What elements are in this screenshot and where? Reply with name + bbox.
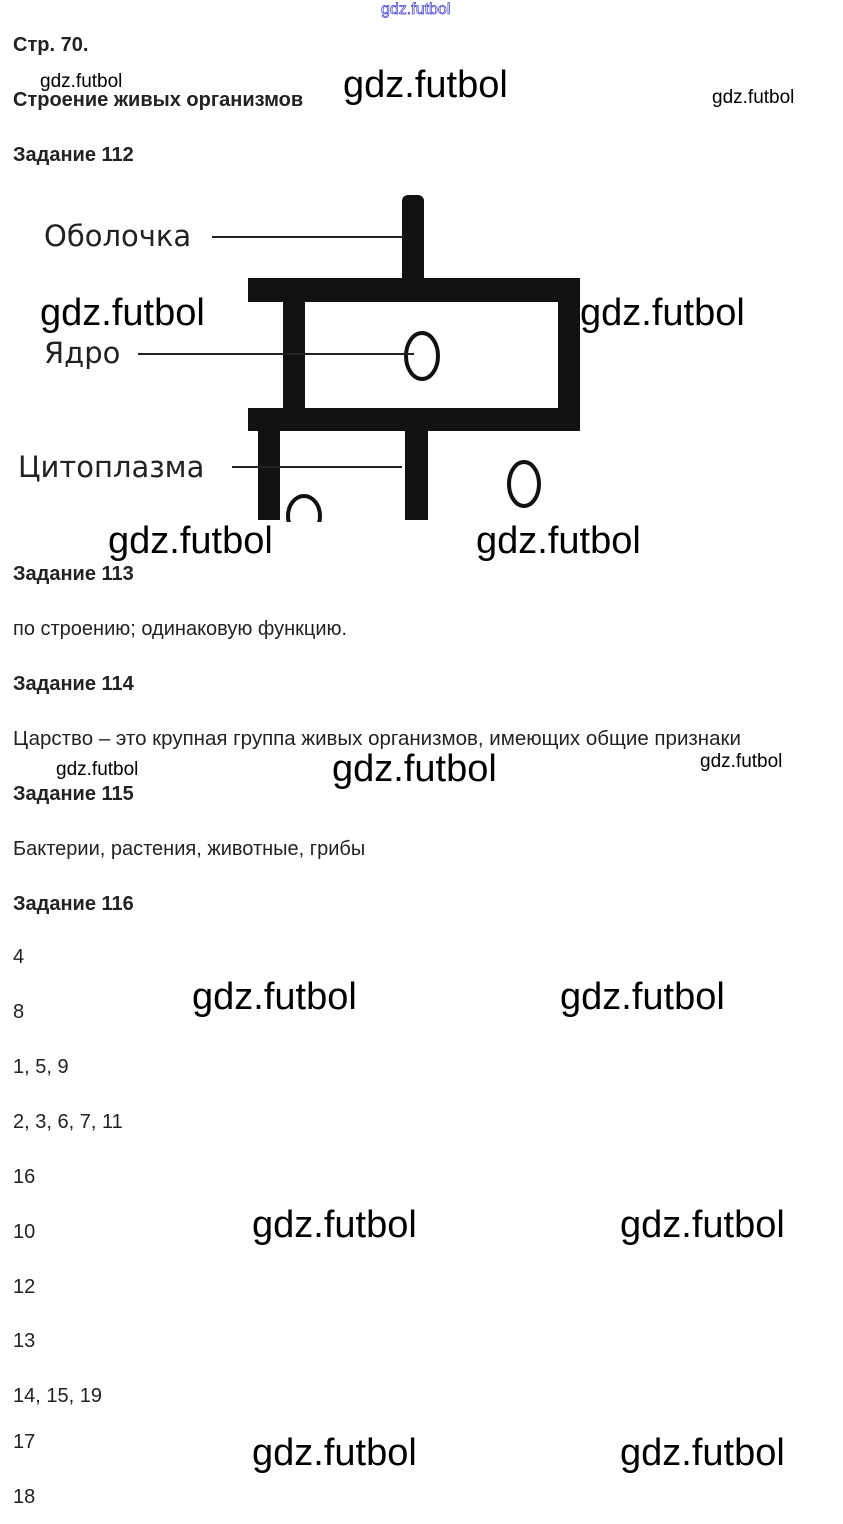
watermark: gdz.futbol — [476, 520, 641, 562]
watermark: gdz.futbol — [332, 748, 497, 790]
task-116-answer: 12 — [13, 1276, 36, 1298]
task-116-answer: 2, 3, 6, 7, 11 — [13, 1111, 123, 1133]
watermark: gdz.futbol — [712, 87, 795, 108]
task-116-answer: 18 — [13, 1486, 36, 1508]
task-116-answer: 10 — [13, 1221, 36, 1243]
task-116-answer: 13 — [13, 1330, 36, 1352]
watermark: gdz.futbol — [40, 71, 123, 92]
page-label: Стр. 70. — [13, 34, 89, 56]
task-116-answer: 4 — [13, 946, 25, 968]
task-116-answer: 1, 5, 9 — [13, 1056, 69, 1078]
task-116-title: Задание 116 — [13, 893, 134, 915]
watermark: gdz.futbol — [700, 751, 783, 772]
cell-diagram: Оболочка Ядро Цитоплазма — [18, 195, 580, 522]
task-113-title: Задание 113 — [13, 563, 134, 585]
watermark: gdz.futbol — [56, 759, 139, 780]
task-115-answer: Бактерии, растения, животные, грибы — [13, 838, 366, 860]
label-nucleus: Ядро — [44, 336, 120, 370]
task-114-title: Задание 114 — [13, 673, 134, 695]
watermark: gdz.futbol — [108, 520, 273, 562]
task-112-title: Задание 112 — [13, 144, 134, 166]
label-membrane: Оболочка — [44, 219, 191, 253]
watermark: gdz.futbol — [343, 64, 508, 106]
task-116-answer: 14, 15, 19 — [13, 1385, 102, 1407]
watermark: gdz.futbol — [252, 1204, 417, 1246]
task-116-answer: 8 — [13, 1001, 25, 1023]
watermark: gdz.futbol — [252, 1432, 417, 1474]
task-116-answer: 16 — [13, 1166, 36, 1188]
watermark: gdz.futbol — [192, 976, 357, 1018]
label-cytoplasm: Цитоплазма — [18, 450, 204, 484]
task-114-answer: Царство – это крупная группа живых орган… — [13, 727, 741, 750]
task-115-title: Задание 115 — [13, 783, 134, 805]
watermark: gdz.futbol — [580, 292, 745, 334]
watermark: gdz.futbol — [620, 1432, 785, 1474]
watermark: gdz.futbol — [620, 1204, 785, 1246]
task-116-answer: 17 — [13, 1431, 36, 1453]
watermark: gdz.futbol — [40, 292, 205, 334]
task-113-answer: по строению; одинаковую функцию. — [13, 618, 348, 640]
topic-heading: Строение живых организмов — [13, 89, 304, 111]
watermark: gdz.futbol — [560, 976, 725, 1018]
watermark-top: gdz.futbol — [381, 1, 451, 18]
